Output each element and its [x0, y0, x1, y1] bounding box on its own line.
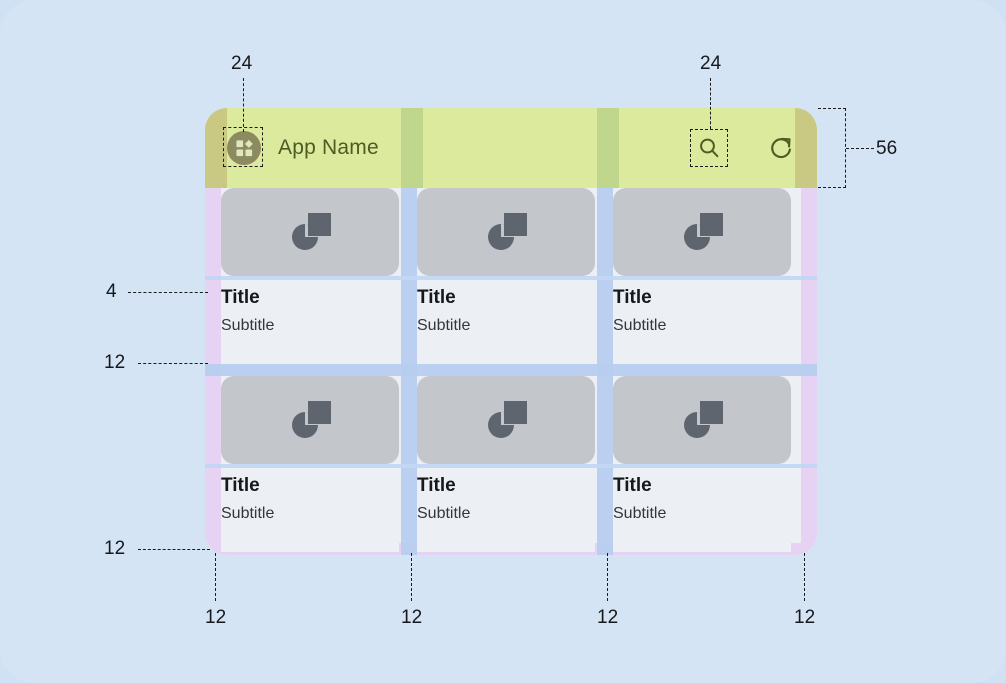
- annotation-app-icon-size: 24: [231, 53, 253, 74]
- annotation-appbar-height: 56: [876, 138, 898, 159]
- card-row: Title Subtitle Title: [205, 188, 817, 364]
- leader-bottom-tick-2: [411, 553, 412, 601]
- leader-bottom-padding: [138, 549, 210, 550]
- card-subtitle: Subtitle: [417, 317, 471, 334]
- card-title: Title: [417, 475, 456, 496]
- leader-bottom-tick-1: [215, 553, 216, 601]
- appbar-gap-band-2: [597, 108, 619, 188]
- app-title: App Name: [278, 136, 379, 159]
- card-subtitle: Subtitle: [613, 505, 667, 522]
- appbar-gap-band-1: [401, 108, 423, 188]
- refresh-icon: [771, 137, 791, 159]
- measure-box-search-icon: [690, 129, 728, 167]
- card-subtitle: Subtitle: [221, 505, 275, 522]
- widget-grid-icon: [227, 131, 261, 165]
- card-title: Title: [417, 287, 456, 308]
- app-bar: App Name: [205, 108, 817, 188]
- annotation-title-gap: 4: [106, 281, 117, 302]
- leader-bottom-tick-4: [804, 553, 805, 601]
- bracket-appbar-height: [818, 108, 846, 188]
- refresh-button[interactable]: [767, 134, 795, 162]
- annotation-row-gap: 12: [104, 352, 126, 373]
- card-text-block: Title Subtitle: [613, 280, 791, 364]
- annotation-bottom-tick-4: 12: [794, 607, 816, 628]
- image-placeholder-icon: [684, 213, 723, 250]
- measure-box-app-icon: [223, 127, 263, 167]
- card-text-block: Title Subtitle: [417, 280, 595, 364]
- leader-app-icon: [243, 78, 244, 132]
- image-placeholder-icon: [684, 401, 723, 438]
- card-row: Title Subtitle Title: [205, 376, 817, 552]
- card-subtitle: Subtitle: [417, 505, 471, 522]
- leader-appbar-height: [846, 148, 874, 149]
- annotation-bottom-tick-1: 12: [205, 607, 227, 628]
- image-placeholder-icon: [292, 213, 331, 250]
- leader-bottom-tick-3: [607, 553, 608, 601]
- gap-band-title-1: [205, 276, 817, 280]
- card-subtitle: Subtitle: [221, 317, 275, 334]
- annotation-bottom-tick-3: 12: [597, 607, 619, 628]
- search-button[interactable]: [690, 129, 728, 167]
- annotation-bottom-tick-2: 12: [401, 607, 423, 628]
- gap-band-title-2: [205, 464, 817, 468]
- card-title: Title: [613, 287, 652, 308]
- card-title: Title: [613, 475, 652, 496]
- annotation-search-icon-size: 24: [700, 53, 722, 74]
- card-text-block: Title Subtitle: [417, 468, 595, 552]
- leader-row-gap: [138, 363, 208, 364]
- image-placeholder-icon: [488, 213, 527, 250]
- search-icon: [700, 138, 719, 158]
- card-thumbnail: [221, 376, 399, 464]
- card-thumbnail: [613, 376, 791, 464]
- card-grid: Title Subtitle Title: [205, 188, 817, 555]
- card-thumbnail: [417, 376, 595, 464]
- card-text-block: Title Subtitle: [221, 468, 399, 552]
- card-text-block: Title Subtitle: [613, 468, 791, 552]
- card[interactable]: Title Subtitle: [613, 188, 791, 364]
- card-thumbnail: [613, 188, 791, 276]
- card[interactable]: Title Subtitle: [417, 376, 595, 552]
- card-text-block: Title Subtitle: [221, 280, 399, 364]
- card[interactable]: Title Subtitle: [221, 188, 399, 364]
- card-title: Title: [221, 287, 260, 308]
- appbar-padding-band-right: [795, 108, 817, 188]
- card[interactable]: Title Subtitle: [417, 188, 595, 364]
- card[interactable]: Title Subtitle: [613, 376, 791, 552]
- card-thumbnail: [417, 188, 595, 276]
- app-preview-frame: Title Subtitle Title: [205, 108, 817, 555]
- card[interactable]: Title Subtitle: [221, 376, 399, 552]
- leader-search-icon: [710, 78, 711, 129]
- annotation-bottom-padding: 12: [104, 538, 126, 559]
- image-placeholder-icon: [488, 401, 527, 438]
- gap-band-row: [205, 364, 817, 376]
- appbar-padding-band-left: [205, 108, 227, 188]
- card-thumbnail: [221, 188, 399, 276]
- app-icon-button[interactable]: [223, 127, 263, 167]
- card-title: Title: [221, 475, 260, 496]
- image-placeholder-icon: [292, 401, 331, 438]
- leader-title-gap: [128, 292, 208, 293]
- card-subtitle: Subtitle: [613, 317, 667, 334]
